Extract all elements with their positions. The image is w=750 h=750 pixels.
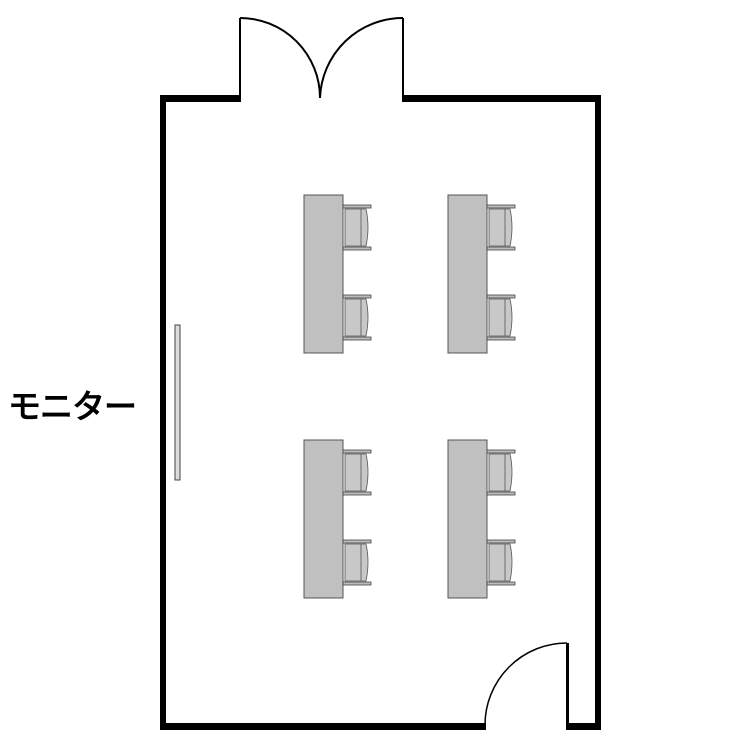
door-jamb-bottom: [566, 643, 569, 730]
walls: [160, 95, 601, 730]
desk: [447, 194, 488, 354]
chair: [486, 449, 516, 496]
double-door-top: [239, 17, 404, 99]
wall-top-right: [402, 95, 601, 102]
chair: [486, 294, 516, 341]
desk: [303, 439, 344, 599]
desk-bottom-right: [447, 439, 516, 599]
desk: [303, 194, 344, 354]
wall-bottom-left: [160, 723, 486, 730]
wall-right: [595, 95, 601, 730]
desk-top-left: [303, 194, 372, 354]
chair: [342, 539, 372, 586]
desk-bottom-left: [303, 439, 372, 599]
desk: [447, 439, 488, 599]
chair: [342, 294, 372, 341]
chair: [486, 539, 516, 586]
wall-top-left: [160, 95, 241, 102]
monitor-label: モニター: [8, 387, 137, 426]
monitor: [174, 324, 181, 481]
chair: [486, 204, 516, 251]
wall-left: [160, 95, 166, 730]
chair: [342, 204, 372, 251]
wall-bottom-right: [566, 723, 601, 730]
desk-top-right: [447, 194, 516, 354]
door-bottom: [484, 642, 568, 726]
chair: [342, 449, 372, 496]
